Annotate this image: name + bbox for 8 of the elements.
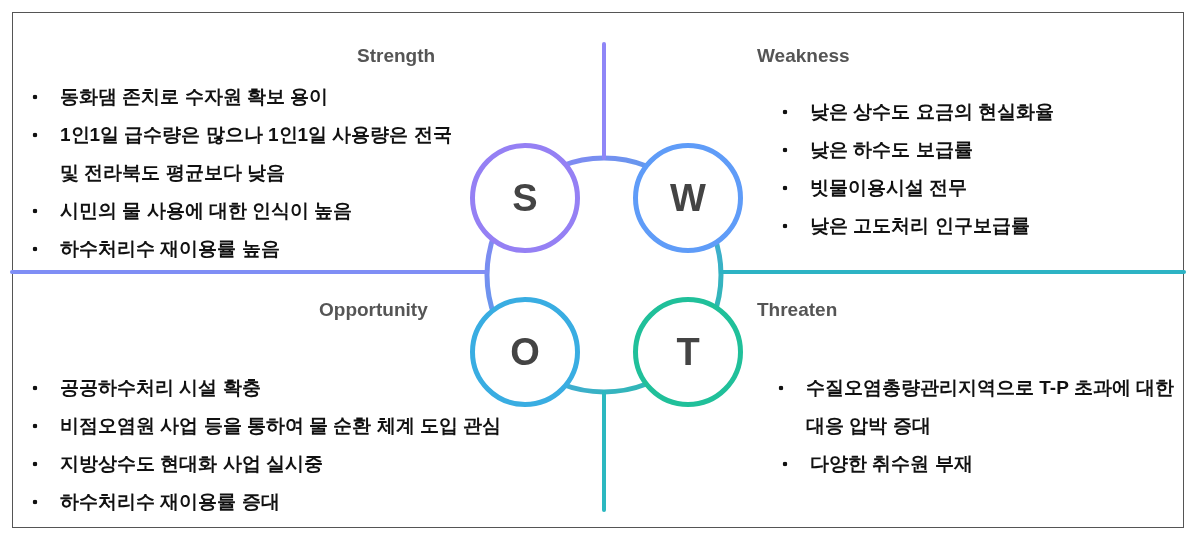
- section-heading: Weakness: [757, 45, 850, 67]
- letter-circle: T: [633, 297, 743, 407]
- section-heading: Threaten: [757, 299, 838, 321]
- letter-circle: S: [470, 143, 580, 253]
- section-heading: Strength: [357, 45, 436, 67]
- section-heading: Opportunity: [319, 299, 428, 321]
- letter-circle: O: [470, 297, 580, 407]
- letter-circle: W: [633, 143, 743, 253]
